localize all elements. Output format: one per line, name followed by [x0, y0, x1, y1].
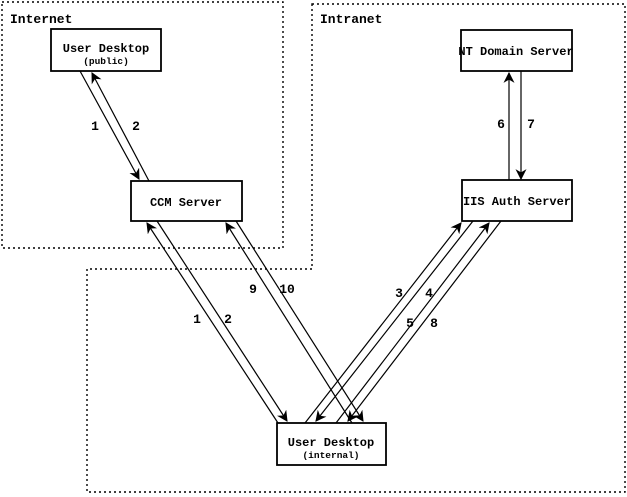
- internet-zone-border: [1, 1, 284, 249]
- node-subtitle: (internal): [302, 450, 359, 461]
- node-title: User Desktop: [63, 42, 149, 56]
- node-box: [460, 29, 573, 72]
- node-ccm-server: CCM Server: [130, 180, 243, 222]
- flow-line-1-public-desktop-to-ccm: [79, 70, 140, 180]
- flow-line-2-ccm-to-public-desktop: [91, 72, 150, 182]
- node-title: IIS Auth Server: [463, 195, 571, 209]
- flow-label-5: 5: [406, 316, 414, 331]
- flow-label-10: 10: [279, 282, 295, 297]
- flow-label-3: 3: [395, 286, 403, 301]
- flow-label-8: 8: [430, 316, 438, 331]
- node-box: [130, 180, 243, 222]
- flow-line-10-ccm-to-internal-desktop: [235, 220, 364, 422]
- node-box: [276, 422, 387, 466]
- flow-label-4: 4: [425, 286, 433, 301]
- node-title: User Desktop: [288, 436, 374, 450]
- node-box: [50, 28, 162, 72]
- flow-line-3-internal-desktop-to-iis: [304, 222, 462, 424]
- flow-line-2-ccm-to-internal-desktop: [156, 220, 288, 422]
- flow-line-5-internal-desktop-to-iis: [335, 222, 490, 424]
- flow-label-1-public: 1: [91, 119, 99, 134]
- node-subtitle: (public): [83, 56, 129, 67]
- flow-label-7: 7: [527, 117, 535, 132]
- flow-label-9: 9: [249, 282, 257, 297]
- intranet-zone-label: Intranet: [320, 12, 382, 27]
- flow-label-2-internal: 2: [224, 312, 232, 327]
- node-title: CCM Server: [150, 196, 222, 210]
- node-title: NT Domain Server: [458, 45, 573, 59]
- node-user-desktop-internal: User Desktop (internal): [276, 422, 387, 466]
- internet-zone-label: Internet: [10, 12, 72, 27]
- node-box: [461, 179, 573, 222]
- intranet-zone-border: [86, 3, 626, 493]
- node-nt-domain-server: NT Domain Server: [458, 29, 574, 72]
- node-user-desktop-public: User Desktop (public): [50, 28, 162, 72]
- flow-line-9-internal-desktop-to-ccm: [225, 222, 353, 424]
- flow-line-8-iis-to-internal-desktop: [347, 220, 502, 422]
- flow-label-2-public: 2: [132, 119, 140, 134]
- flow-line-1-internal-desktop-to-ccm: [146, 222, 279, 424]
- node-iis-auth-server: IIS Auth Server: [461, 179, 573, 222]
- flow-label-6: 6: [497, 117, 505, 132]
- flow-line-4-iis-to-internal-desktop: [315, 220, 474, 422]
- flow-label-1-internal: 1: [193, 312, 201, 327]
